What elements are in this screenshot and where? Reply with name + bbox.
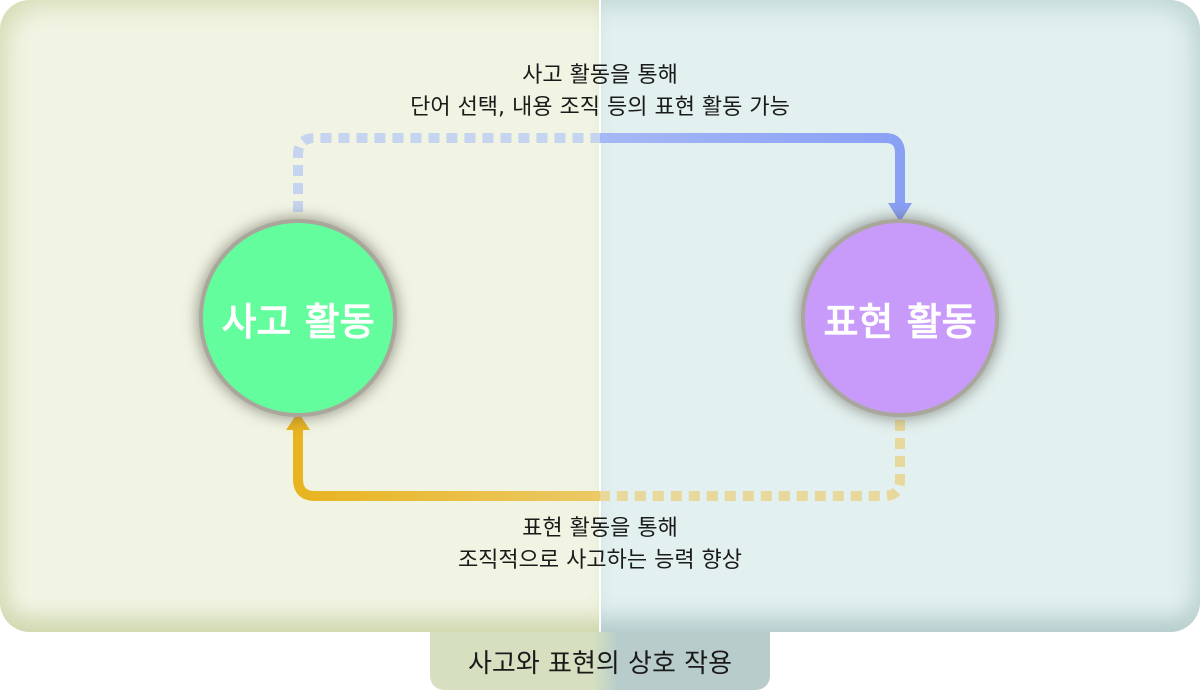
bottom-caption-line1: 표현 활동을 통해 — [522, 516, 678, 541]
expression-node: 표현 활동 — [805, 223, 995, 413]
thinking-node: 사고 활동 — [203, 223, 393, 413]
bottom-caption-line2: 조직적으로 사고하는 능력 향상 — [457, 548, 743, 573]
arrow-expression-to-thinking — [286, 412, 905, 501]
top-caption-line2: 단어 선택, 내용 조직 등의 표현 활동 가능 — [410, 95, 790, 120]
arrow-thinking-to-expression — [293, 133, 912, 222]
divider — [599, 0, 601, 632]
bottom-caption: 표현 활동을 통해 조직적으로 사고하는 능력 향상 — [300, 513, 900, 577]
top-caption-line1: 사고 활동을 통해 — [522, 63, 678, 88]
diagram-title: 사고와 표현의 상호 작용 — [430, 632, 770, 690]
top-caption: 사고 활동을 통해 단어 선택, 내용 조직 등의 표현 활동 가능 — [300, 60, 900, 124]
